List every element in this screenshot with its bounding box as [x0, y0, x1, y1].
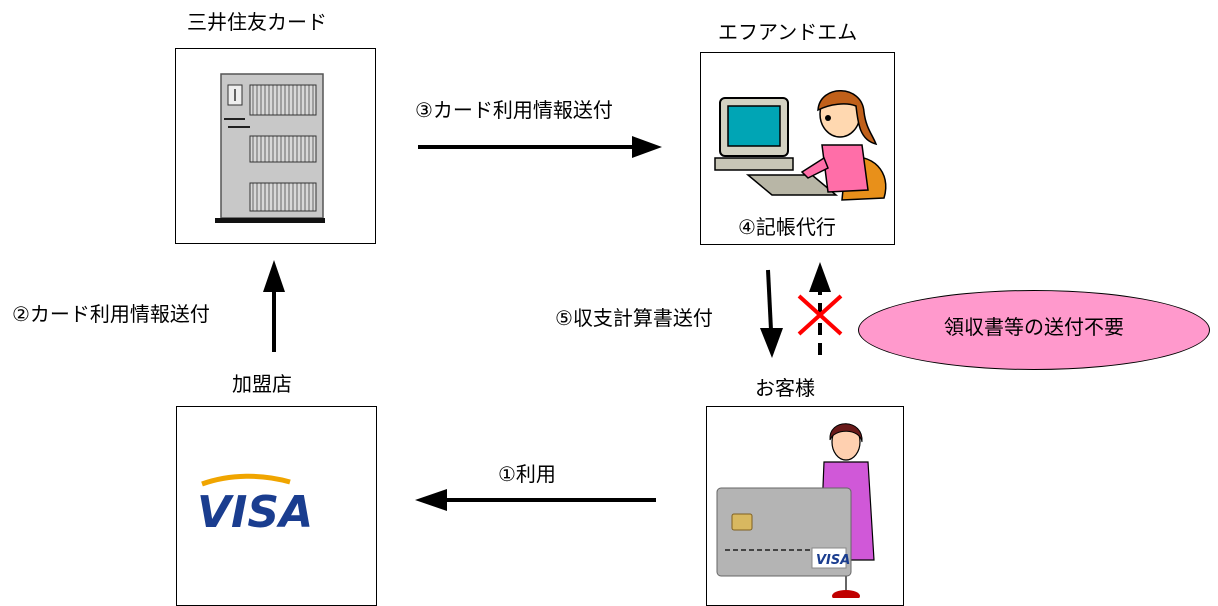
card-company-label: 三井住友カード: [187, 10, 327, 34]
visa-logo-text: VISA: [197, 487, 313, 538]
merchant-label: 加盟店: [232, 372, 292, 396]
fm-caption: ④記帳代行: [738, 215, 836, 239]
visa-logo: VISA: [197, 473, 313, 538]
card-to-fm-label: ③カード利用情報送付: [415, 98, 613, 122]
card-to-fm-arrowhead: [632, 136, 662, 158]
merchant-to-card-label: ②カード利用情報送付: [12, 302, 210, 326]
fm-to-customer-arrowhead: [760, 328, 783, 358]
customer-icon: VISA: [716, 423, 875, 598]
server-icon: [215, 73, 325, 223]
fm-to-customer-arrow: [766, 269, 773, 331]
card-visa-text: VISA: [816, 553, 850, 568]
callout-ellipse: [858, 290, 1210, 370]
callout-text: 領収書等の送付不要: [944, 315, 1124, 339]
computer-person-icon: [714, 90, 887, 201]
fm-label: エフアンドエム: [718, 20, 858, 44]
fm-to-customer-label: ⑤収支計算書送付: [555, 306, 713, 330]
receipt-dashed-arrowhead: [809, 262, 831, 292]
use-label: ①利用: [498, 462, 556, 486]
cross-icon: [797, 294, 843, 336]
use-arrowhead: [415, 489, 447, 511]
merchant-to-card-arrowhead: [263, 260, 285, 292]
customer-label: お客様: [755, 376, 815, 400]
